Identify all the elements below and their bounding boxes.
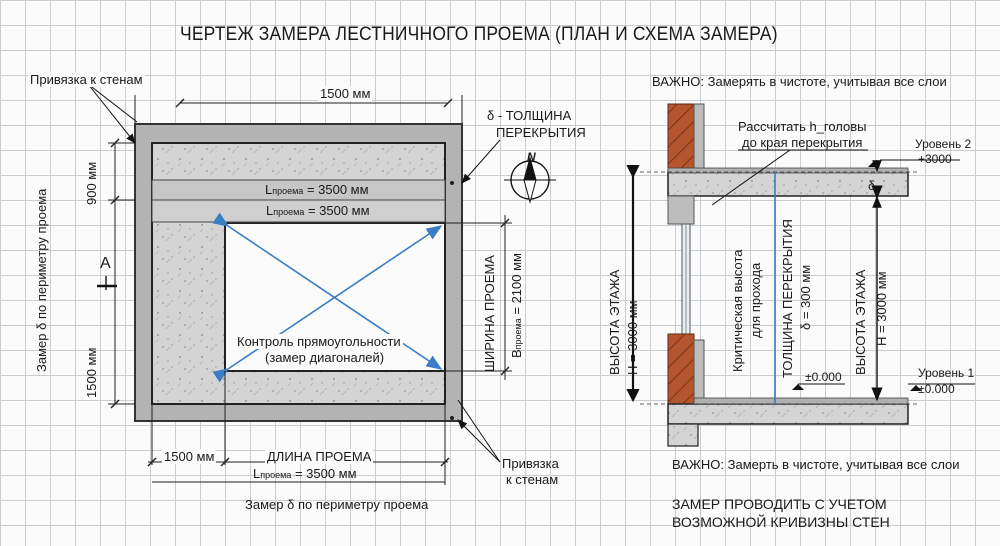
dim-bottom-left-label: 1500 мм (162, 449, 217, 464)
wall-ref-top-label: Привязка к стенам (28, 72, 145, 87)
floor-height-right-1: ВЫСОТА ЭТАЖА (853, 269, 868, 375)
l-opening-label-2: Lпроема = 3500 мм (266, 203, 370, 218)
floor-height-right-2: H = 3000 мм (874, 271, 889, 346)
lower-brick-wall (667, 333, 695, 405)
l-opening-label-1: Lпроема = 3500 мм (265, 182, 369, 197)
delta-thickness-label-2: ПЕРЕКРЫТИЯ (496, 125, 586, 140)
slab-thickness-1: ТОЛЩИНА ПЕРЕКРЫТИЯ (780, 219, 795, 378)
left-perimeter-label: Замер δ по периметру проема (34, 188, 49, 372)
plan-view (87, 83, 512, 485)
slab-thickness-2: δ = 300 мм (798, 264, 813, 330)
dim-left-top-label: 900 мм (84, 161, 99, 205)
page-title: ЧЕРТЕЖ ЗАМЕРА ЛЕСТНИЧНОГО ПРОЕМА (ПЛАН И… (180, 24, 778, 45)
note-line-2: ВОЗМОЖНОЙ КРИВИЗНЫ СТЕН (672, 514, 890, 530)
level1-name: Уровень 1 (918, 366, 975, 380)
important-bottom-label: ВАЖНО: Замерть в чистоте, учитывая все с… (672, 457, 960, 472)
upper-brick-wall (667, 103, 695, 173)
level2-name: Уровень 2 (915, 137, 972, 151)
width-label: ШИРИНА ПРОЕМА (482, 255, 497, 372)
delta-thickness-label-1: δ - ТОЛЩИНА (487, 108, 572, 123)
floor-height-left-1: ВЫСОТА ЭТАЖА (607, 269, 622, 375)
head-calc-label-2: до края перекрытия (742, 135, 863, 150)
section-view (626, 103, 975, 447)
diagonal-label-2: (замер диагоналей) (263, 350, 387, 365)
wall-ref-bottom-label-1: Привязка (502, 456, 559, 471)
level2-value: +3000 (918, 152, 952, 166)
b-opening-label: Bпроема = 2100 мм (509, 253, 524, 358)
upper-slab (667, 171, 909, 197)
critical-height-2: для прохода (748, 262, 763, 338)
zero-mark-label: ±0.000 (805, 370, 842, 384)
north-compass (504, 156, 556, 204)
section-delta: δ (868, 178, 876, 193)
bottom-perimeter-label: Замер δ по периметру проема (245, 497, 429, 512)
length-label: ДЛИНА ПРОЕМА (265, 449, 374, 464)
critical-height-1: Критическая высота (730, 249, 745, 372)
l-bottom-label: Lпроема = 3500 мм (253, 466, 357, 481)
diagonal-label-1: Контроль прямоугольности (235, 334, 403, 349)
dim-left-bottom-label: 1500 мм (84, 347, 99, 398)
important-top-label: ВАЖНО: Замерять в чистоте, учитывая все … (652, 74, 947, 89)
level1-value: ±0.000 (918, 382, 955, 396)
section-mark: A (100, 255, 111, 272)
north-label: N (527, 150, 536, 164)
head-calc-label-1: Рассчитать h_головы (738, 119, 867, 134)
note-line-1: ЗАМЕР ПРОВОДИТЬ С УЧЕТОМ (672, 496, 887, 512)
wall-ref-bottom-label-2: к стенам (506, 472, 559, 487)
floor-height-left-2: H = 3000 мм (625, 300, 640, 375)
dim-top-label: 1500 мм (318, 86, 373, 101)
lower-slab (667, 403, 909, 425)
